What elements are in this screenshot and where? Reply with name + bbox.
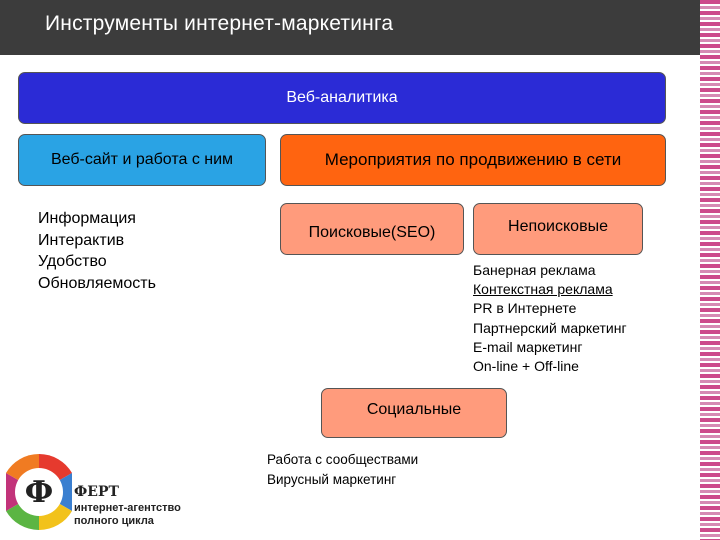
list-item: Интерактив [38, 231, 125, 249]
website-box: Веб-сайт и работа с ним [18, 134, 266, 186]
list-item: E-mail маркетинг [473, 338, 583, 355]
website-items-list: Информация Интерактив Удобство Обновляем… [38, 208, 156, 294]
logo-tagline: интернет-агентство полного цикла [74, 502, 204, 528]
seo-label: Поисковые(SEO) [308, 224, 436, 241]
social-box: Социальные [321, 388, 507, 438]
logo-brand-name: ФЕРТ [74, 484, 119, 500]
list-item: Банерная реклама [473, 262, 596, 278]
non-search-items-list: Банерная реклама Контекстная реклама PR … [473, 261, 627, 376]
list-item: Информация [38, 210, 136, 227]
web-analytics-box: Веб-аналитика [18, 72, 666, 124]
seo-box: Поисковые(SEO) [280, 203, 464, 255]
list-item: PR в Интернете [473, 300, 577, 317]
page-title: Инструменты интернет-маркетинга [45, 12, 394, 35]
list-item: Обновляемость [38, 274, 156, 292]
list-item: On-line + Off-line [473, 358, 579, 375]
list-item: Контекстная реклама [473, 281, 613, 298]
website-label: Веб-сайт и работа с ним [50, 151, 234, 168]
svg-text:Ф: Ф [25, 475, 53, 510]
list-item: Работа с сообществами [267, 452, 419, 467]
decorative-stripes [700, 0, 720, 540]
web-analytics-label: Веб-аналитика [286, 89, 398, 106]
online-promotion-box: Мероприятия по продвижению в сети [280, 134, 666, 186]
non-search-box: Непоисковые [473, 203, 643, 255]
social-label: Социальные [366, 401, 462, 418]
social-items-list: Работа с сообществами Вирусный маркетинг [267, 450, 418, 490]
online-promotion-label: Мероприятия по продвижению в сети [324, 150, 622, 169]
header-bar: Инструменты интернет-маркетинга [0, 0, 700, 55]
non-search-label: Непоисковые [508, 218, 608, 235]
logo-tagline-line: полного цикла [74, 515, 154, 527]
list-item: Вирусный маркетинг [267, 472, 397, 487]
list-item: Партнерский маркетинг [473, 319, 627, 336]
list-item: Удобство [38, 253, 107, 270]
logo-tagline-line: интернет-агентство [74, 502, 181, 514]
company-logo-icon: Ф [6, 453, 72, 531]
